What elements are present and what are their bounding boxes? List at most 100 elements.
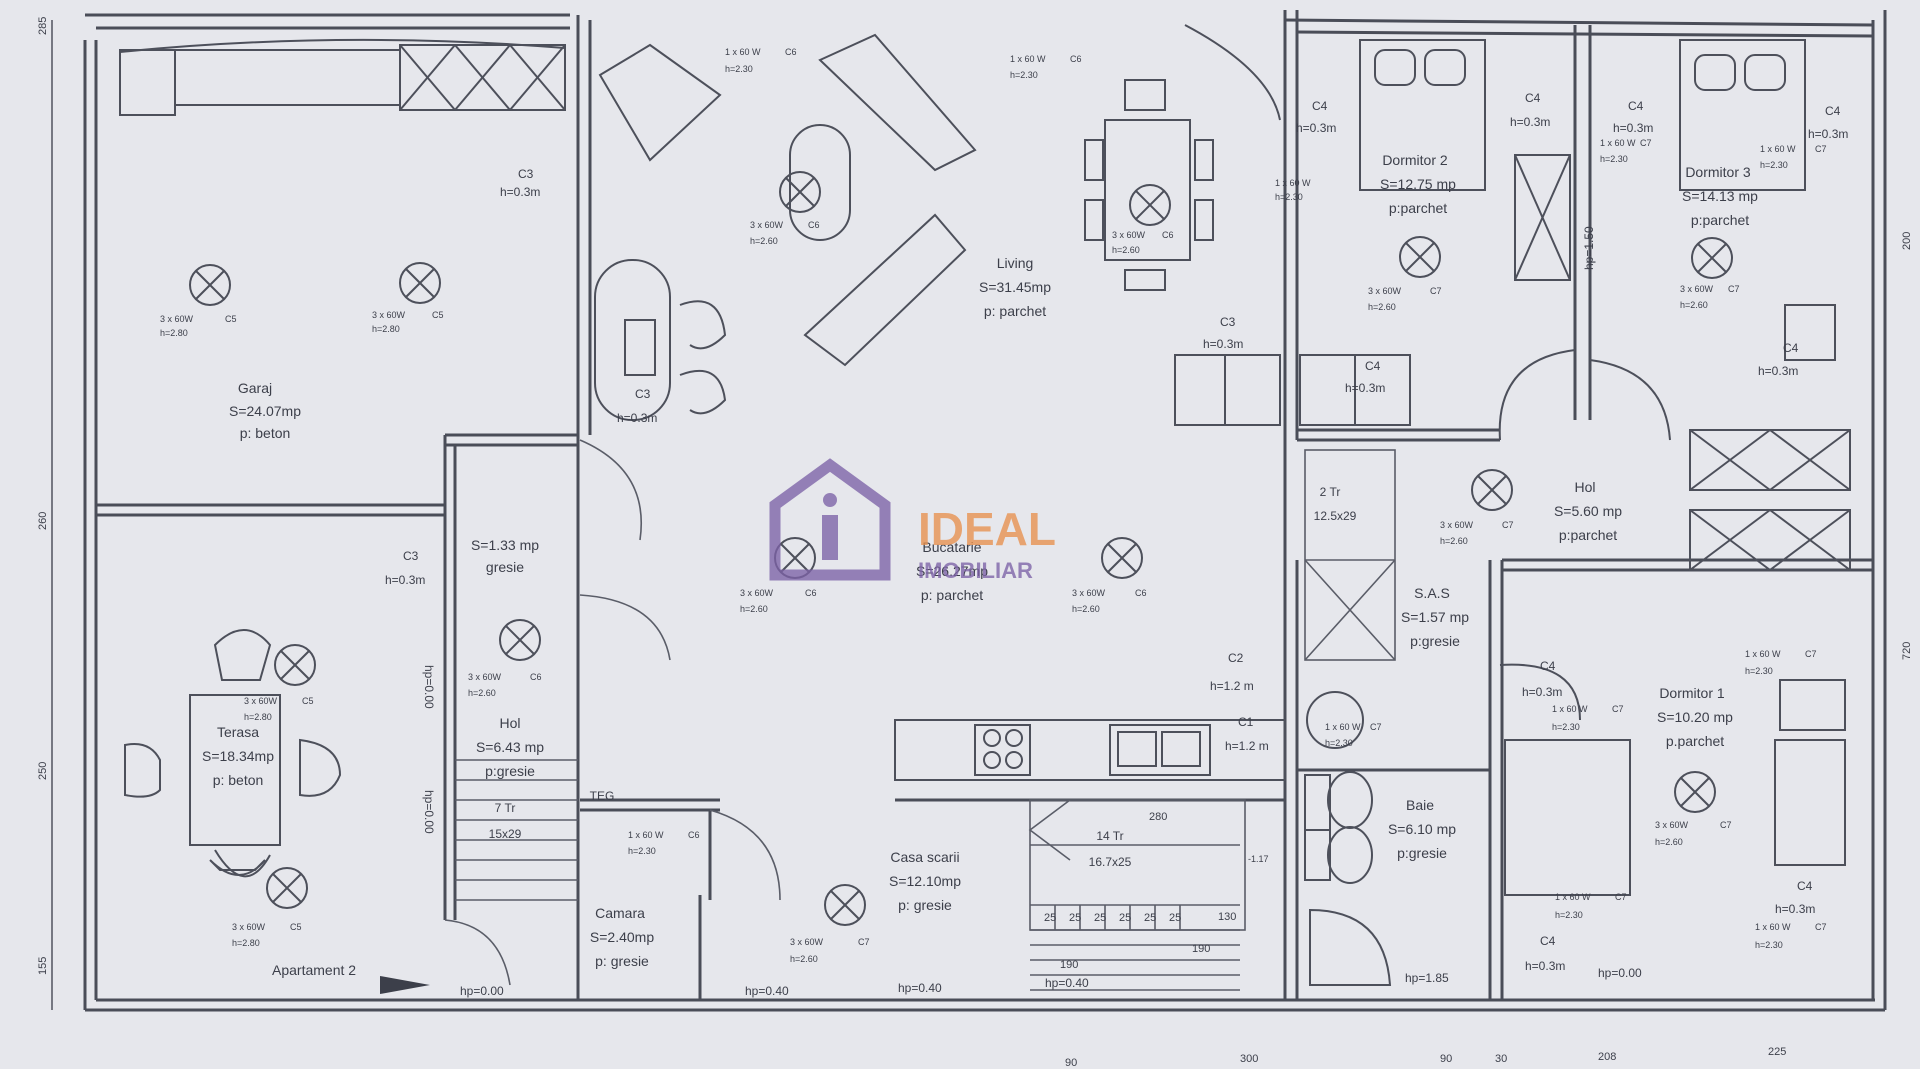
watermark-subtitle: IMOBILIAR bbox=[918, 558, 1033, 583]
room-name-camara: Camara bbox=[595, 905, 645, 921]
circuit-height: h=1.2 m bbox=[1210, 679, 1254, 693]
fixture-spec: h=2.60 bbox=[790, 954, 818, 964]
fixture-spec: h=2.80 bbox=[372, 324, 400, 334]
circuit-height: h=0.3m bbox=[1522, 685, 1562, 699]
dimension-label: 260 bbox=[37, 512, 49, 530]
fixture-spec: 3 x 60W bbox=[372, 310, 406, 320]
room-area-terasa: S=18.34mp bbox=[202, 748, 274, 764]
hp-label: hp=0.40 bbox=[745, 984, 789, 998]
circuit-tag: C4 bbox=[1783, 341, 1799, 355]
fixture-spec: 1 x 60 W bbox=[1555, 892, 1591, 902]
dimension-label: 25 bbox=[1119, 912, 1131, 924]
misc-labels: Apartament 2 TEG 7 Tr 15x29 14 Tr 16.7x2… bbox=[272, 226, 1642, 998]
stairs-2-label: 2 Tr bbox=[1320, 485, 1341, 499]
dimension-label: 25 bbox=[1069, 912, 1081, 924]
entry-arrow-icon bbox=[380, 976, 430, 994]
kitchen-counter bbox=[894, 719, 1286, 781]
fixture-spec: C6 bbox=[1162, 230, 1174, 240]
garage-shelving bbox=[119, 38, 566, 116]
fixture-spec: h=2.60 bbox=[1368, 302, 1396, 312]
room-floor-dormitor2: p:parchet bbox=[1389, 200, 1447, 216]
room-area-sas: S=1.57 mp bbox=[1401, 609, 1469, 625]
fixture-spec: C6 bbox=[688, 830, 700, 840]
hp-label: hp=1.50 bbox=[1582, 226, 1596, 270]
fixture-spec: h=2.80 bbox=[244, 712, 272, 722]
fixture-spec: C7 bbox=[1612, 704, 1624, 714]
fixture-spec: 3 x 60W bbox=[1072, 588, 1106, 598]
light-fixture-icon bbox=[779, 171, 821, 213]
room-area-casa-scarii: S=12.10mp bbox=[889, 873, 961, 889]
fixture-spec: h=2.30 bbox=[628, 846, 656, 856]
fixture-spec: 1 x 60 W bbox=[725, 47, 761, 57]
fixture-spec: C6 bbox=[1135, 588, 1147, 598]
fixture-spec: h=2.30 bbox=[1552, 722, 1580, 732]
fixture-spec: C7 bbox=[1728, 284, 1740, 294]
light-fixture-icon bbox=[824, 884, 866, 926]
room-area-bucatarie: S=26.27mp bbox=[916, 563, 988, 579]
room-floor-hol-right: p:parchet bbox=[1559, 527, 1617, 543]
fixture-spec: C7 bbox=[858, 937, 870, 947]
light-fixtures bbox=[189, 171, 1733, 926]
circuit-height: h=0.3m bbox=[1510, 115, 1550, 129]
dimension-label: 190 bbox=[1060, 959, 1078, 971]
circuit-tag: C4 bbox=[1628, 99, 1644, 113]
dimension-label: 285 bbox=[37, 17, 49, 35]
terrace-furniture bbox=[124, 629, 342, 878]
room-area-camara: S=2.40mp bbox=[590, 929, 654, 945]
dimension-label: 720 bbox=[1901, 642, 1913, 660]
fixture-spec: 1 x 60 W bbox=[1275, 178, 1311, 188]
dimension-label: 190 bbox=[1192, 943, 1210, 955]
circuit-tag: C4 bbox=[1365, 359, 1381, 373]
fixture-spec: C7 bbox=[1815, 144, 1827, 154]
stairs bbox=[455, 449, 1396, 991]
fixture-spec: 1 x 60 W bbox=[628, 830, 664, 840]
room-name-baie: Baie bbox=[1406, 797, 1434, 813]
hp-label: hp=0.00 bbox=[422, 790, 436, 834]
fixture-spec: h=2.60 bbox=[1112, 245, 1140, 255]
room-floor-bucatarie: p: parchet bbox=[921, 587, 983, 603]
fixture-spec: h=2.30 bbox=[1555, 910, 1583, 920]
stairs-14-label: 14 Tr bbox=[1096, 829, 1123, 843]
room-area-living: S=31.45mp bbox=[979, 279, 1051, 295]
fixture-spec: 1 x 60 W bbox=[1325, 722, 1361, 732]
fixture-spec: 3 x 60W bbox=[244, 696, 278, 706]
circuit-tag: C2 bbox=[1228, 651, 1244, 665]
room-floor-hol-stair: p:gresie bbox=[485, 763, 535, 779]
light-fixture-icon bbox=[499, 619, 541, 661]
light-fixture-icon bbox=[274, 644, 316, 686]
light-fixture-icon bbox=[1691, 237, 1733, 279]
light-fixture-icon bbox=[1129, 184, 1171, 226]
fixture-spec: 1 x 60 W bbox=[1755, 922, 1791, 932]
fixture-spec: C7 bbox=[1370, 722, 1382, 732]
fixture-spec: C6 bbox=[1070, 54, 1082, 64]
circuit-tag: C4 bbox=[1797, 879, 1813, 893]
dimension-label: 280 bbox=[1149, 811, 1167, 823]
circuit-tag: C4 bbox=[1525, 91, 1541, 105]
fixture-spec: h=2.60 bbox=[750, 236, 778, 246]
fixture-spec: h=2.60 bbox=[468, 688, 496, 698]
light-fixture-icon bbox=[1471, 469, 1513, 511]
circuit-height: h=0.3m bbox=[1525, 959, 1565, 973]
circuit-height: h=0.3m bbox=[617, 411, 657, 425]
fixture-spec: 1 x 60 W bbox=[1552, 704, 1588, 714]
hp-label: hp=0.00 bbox=[1598, 966, 1642, 980]
fixture-spec: 3 x 60W bbox=[468, 672, 502, 682]
fixture-spec: h=2.30 bbox=[1600, 154, 1628, 164]
hp-label: hp=0.00 bbox=[460, 984, 504, 998]
watermark-title: IDEAL bbox=[918, 503, 1056, 555]
fixture-spec: h=2.30 bbox=[1755, 940, 1783, 950]
room-labels: Garaj S=24.07mp p: beton Living S=31.45m… bbox=[202, 152, 1758, 969]
room-floor-terasa: p: beton bbox=[213, 772, 264, 788]
dimension-label: 25 bbox=[1169, 912, 1181, 924]
fixture-spec: h=2.30 bbox=[725, 64, 753, 74]
room-name-dormitor2: Dormitor 2 bbox=[1382, 152, 1448, 168]
circuit-height: h=0.3m bbox=[1296, 121, 1336, 135]
fixture-spec: 3 x 60W bbox=[232, 922, 266, 932]
light-fixture-icon bbox=[1399, 236, 1441, 278]
room-name-hol-stair: Hol bbox=[499, 715, 520, 731]
circuit-tag: C1 bbox=[1238, 715, 1254, 729]
room-area-dormitor3: S=14.13 mp bbox=[1682, 188, 1758, 204]
dimension-label: 130 bbox=[1218, 911, 1236, 923]
